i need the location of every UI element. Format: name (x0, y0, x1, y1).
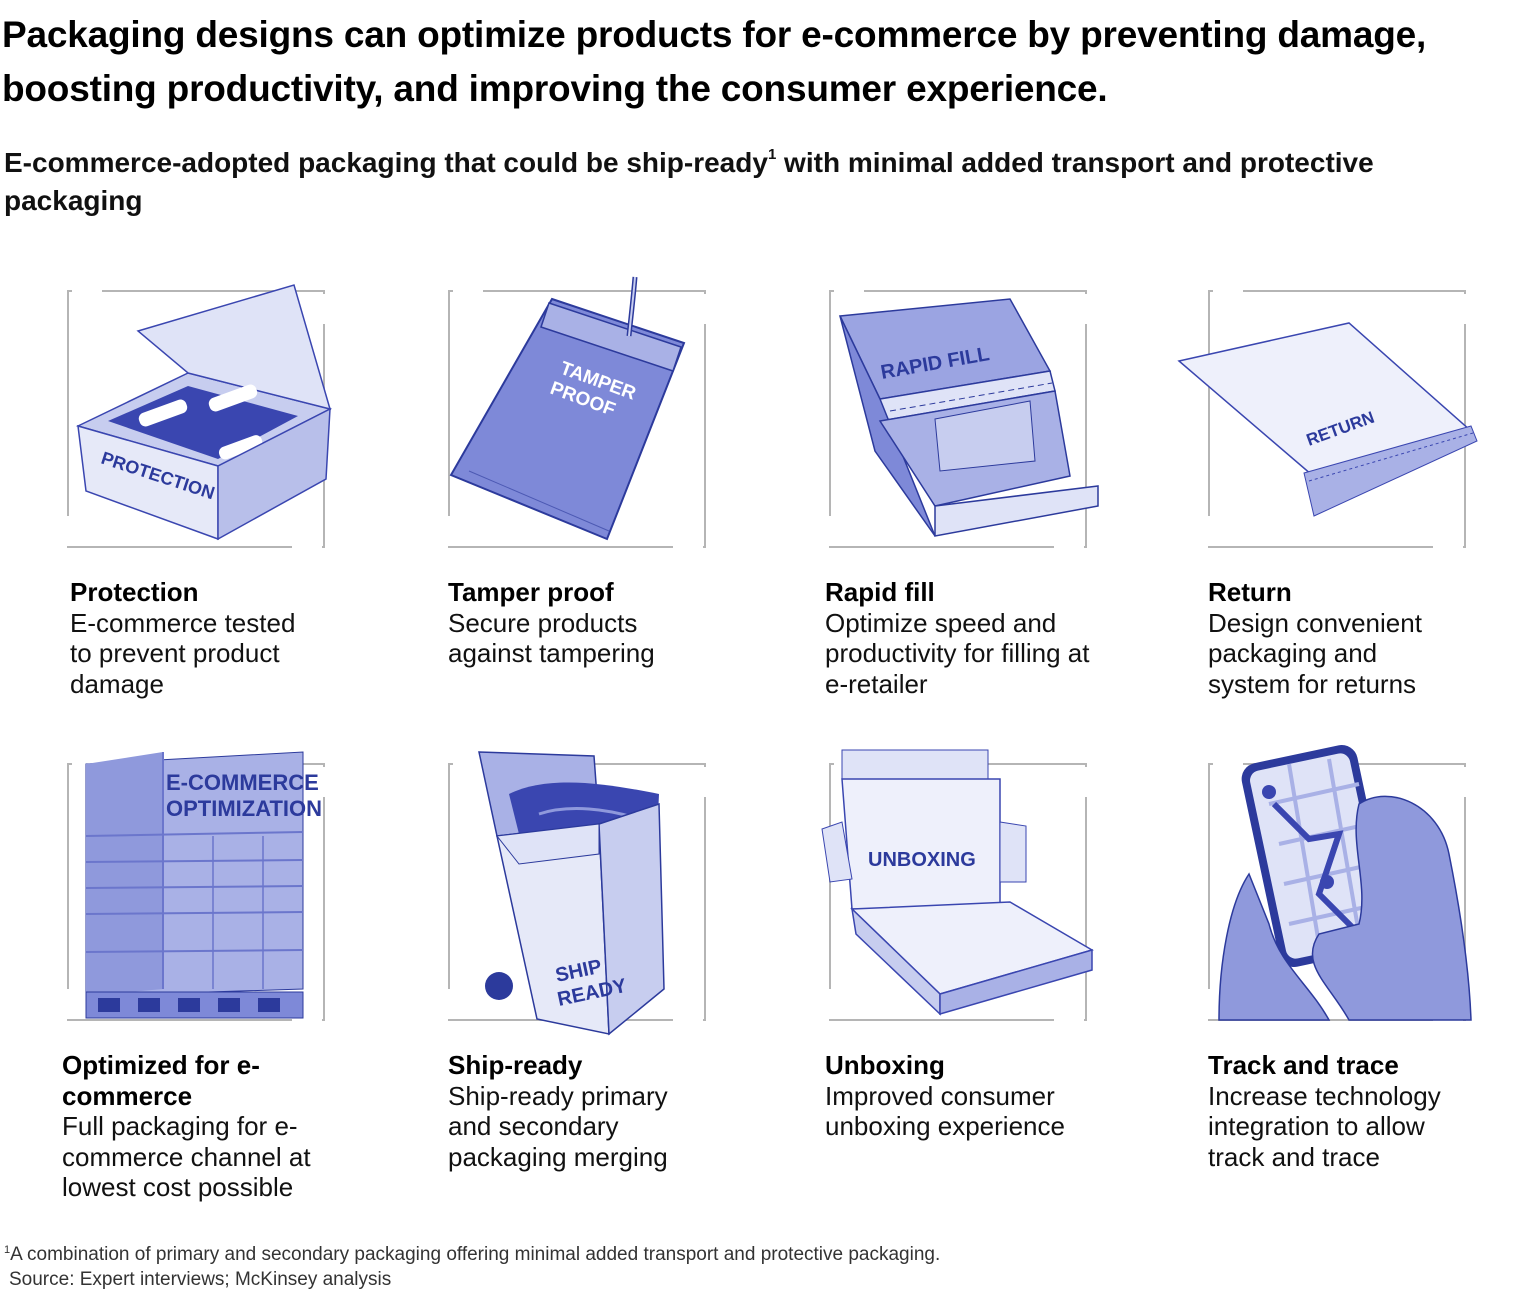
ship-ready-box-icon: SHIP READY (448, 751, 706, 1036)
subtitle-footnote-marker: 1 (767, 146, 777, 163)
card-description: Secure products against tampering (448, 607, 655, 669)
card-heading: Tamper proof (448, 577, 614, 607)
card-description: Ship-ready primary and secondary packagi… (448, 1080, 668, 1172)
card-description: Full packaging for e-commerce channel at… (62, 1111, 311, 1203)
footnote-marker: 1 (4, 1244, 11, 1256)
page-title: Packaging designs can optimize products … (2, 14, 1427, 109)
footnote: 1A combination of primary and secondary … (4, 1242, 1404, 1267)
card-heading: Optimized for e-commerce (62, 1050, 260, 1111)
page-subtitle: E-commerce-adopted packaging that could … (4, 144, 1404, 220)
card-description: Increase technology integration to allow… (1208, 1080, 1441, 1172)
card-description: Improved consumer unboxing experience (825, 1080, 1065, 1142)
card-heading: Ship-ready (448, 1050, 583, 1080)
protection-box-icon: PROTECTION (67, 284, 333, 548)
card-heading: Protection (70, 577, 199, 607)
ecommerce-image-label-2: OPTIMIZATION (166, 796, 322, 821)
unboxing-image-label: UNBOXING (868, 849, 976, 871)
footnote-text: A combination of primary and secondary p… (10, 1244, 941, 1265)
subtitle-text-after: with minimal added transport and protect… (4, 147, 1374, 216)
tamper-envelope-icon: TAMPER PROOF (448, 276, 706, 548)
card-heading: Unboxing (825, 1050, 945, 1080)
rapid-fill-box-icon: RAPID FILL (829, 290, 1099, 548)
pallet-boxes-icon: E-COMMERCE OPTIMIZATION (67, 751, 325, 1021)
card-heading: Rapid fill (825, 577, 935, 607)
return-mailer-icon: RETURN (1177, 290, 1478, 548)
phone-map-icon (1208, 744, 1472, 1021)
card-description: E-commerce tested to prevent product dam… (70, 607, 296, 699)
card-description: Design convenient packaging and system f… (1208, 607, 1422, 699)
card-heading: Return (1208, 577, 1292, 607)
source-note: Source: Expert interviews; McKinsey anal… (9, 1269, 392, 1290)
card-description: Optimize speed and productivity for fill… (825, 607, 1090, 699)
subtitle-text-before: E-commerce-adopted packaging that could … (4, 147, 768, 178)
card-heading: Track and trace (1208, 1050, 1399, 1080)
unboxing-box-icon: UNBOXING (821, 749, 1094, 1021)
ecommerce-image-label-1: E-COMMERCE (166, 770, 319, 795)
